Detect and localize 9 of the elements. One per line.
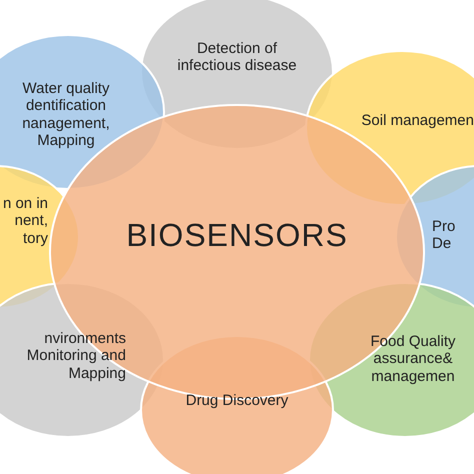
topic-label: Pro De	[432, 218, 456, 252]
topic-label: Drug Discovery	[184, 392, 290, 410]
topic-label: nvironments Monitoring and Mapping	[26, 330, 126, 382]
central-title: BIOSENSORS	[125, 217, 349, 254]
topic-label: Food Quality assurance& managemen	[369, 333, 457, 385]
topic-label: Soil managemen	[360, 112, 474, 130]
topic-label: Water quality dentification nanagement, Mapping	[21, 80, 111, 149]
topic-label: Detection of infectious disease	[176, 40, 298, 74]
topic-label: n on in nent, tory	[2, 195, 48, 247]
